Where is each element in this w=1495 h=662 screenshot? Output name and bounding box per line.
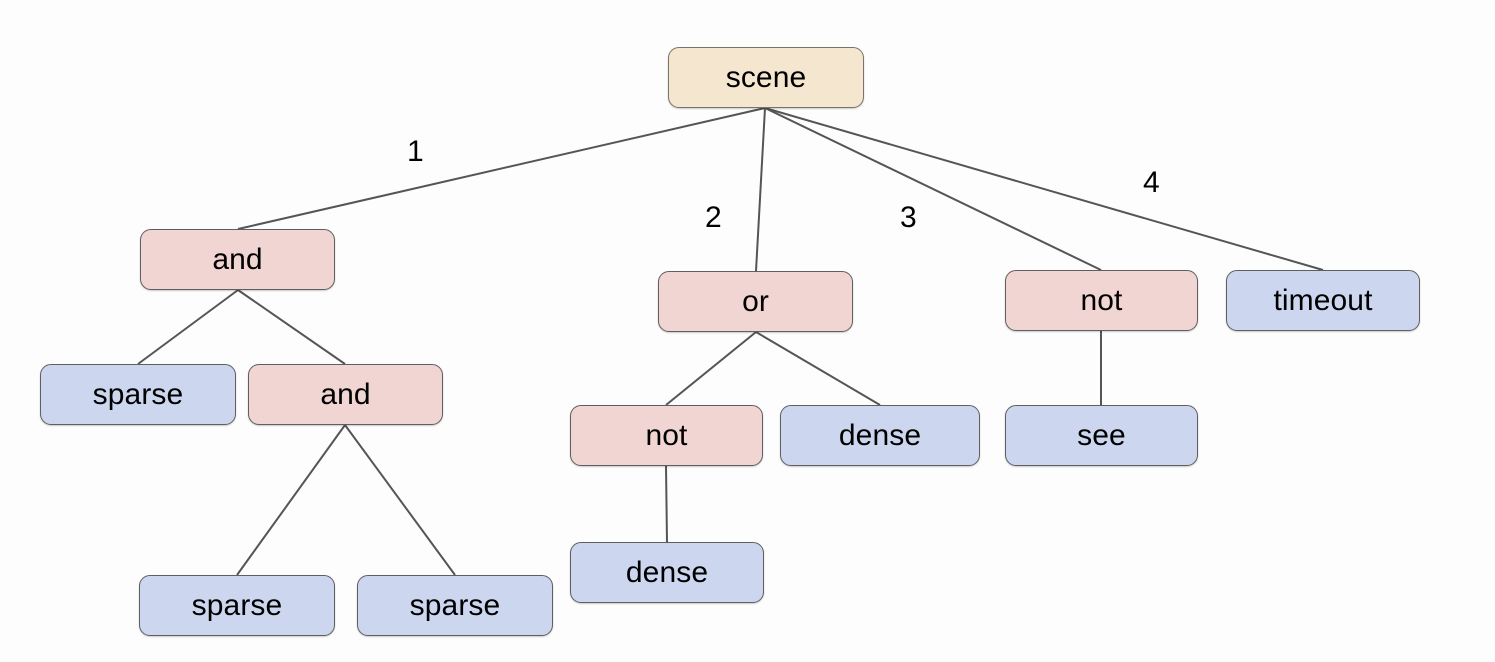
tree-node-see[interactable]: see bbox=[1005, 405, 1198, 466]
tree-node-not_m[interactable]: not bbox=[570, 405, 763, 466]
tree-edge bbox=[236, 424, 346, 576]
tree-edge bbox=[755, 107, 766, 272]
tree-node-sparse3[interactable]: sparse bbox=[357, 575, 553, 636]
edge-label-1: 1 bbox=[407, 135, 424, 168]
tree-node-scene[interactable]: scene bbox=[668, 47, 864, 108]
tree-node-and1[interactable]: and bbox=[140, 229, 335, 290]
tree-node-timeout[interactable]: timeout bbox=[1226, 270, 1420, 331]
tree-node-or1[interactable]: or bbox=[658, 271, 853, 332]
tree-node-sparse2[interactable]: sparse bbox=[139, 575, 335, 636]
edge-label-3: 3 bbox=[900, 201, 917, 234]
tree-edge bbox=[137, 289, 239, 365]
tree-edge bbox=[764, 107, 1102, 271]
tree-edge bbox=[344, 424, 456, 576]
tree-edge bbox=[665, 465, 668, 543]
tree-edge bbox=[764, 107, 1324, 271]
tree-node-dense1[interactable]: dense bbox=[780, 405, 980, 466]
tree-edge bbox=[237, 289, 346, 365]
tree-edge bbox=[755, 331, 881, 406]
tree-edge bbox=[665, 331, 757, 406]
tree-node-and2[interactable]: and bbox=[248, 364, 443, 425]
tree-edge bbox=[237, 107, 766, 230]
tree-node-sparse1[interactable]: sparse bbox=[40, 364, 236, 425]
tree-node-not_r[interactable]: not bbox=[1005, 270, 1198, 331]
edge-label-4: 4 bbox=[1143, 166, 1160, 199]
edge-label-2: 2 bbox=[705, 201, 722, 234]
tree-node-dense2[interactable]: dense bbox=[570, 542, 764, 603]
